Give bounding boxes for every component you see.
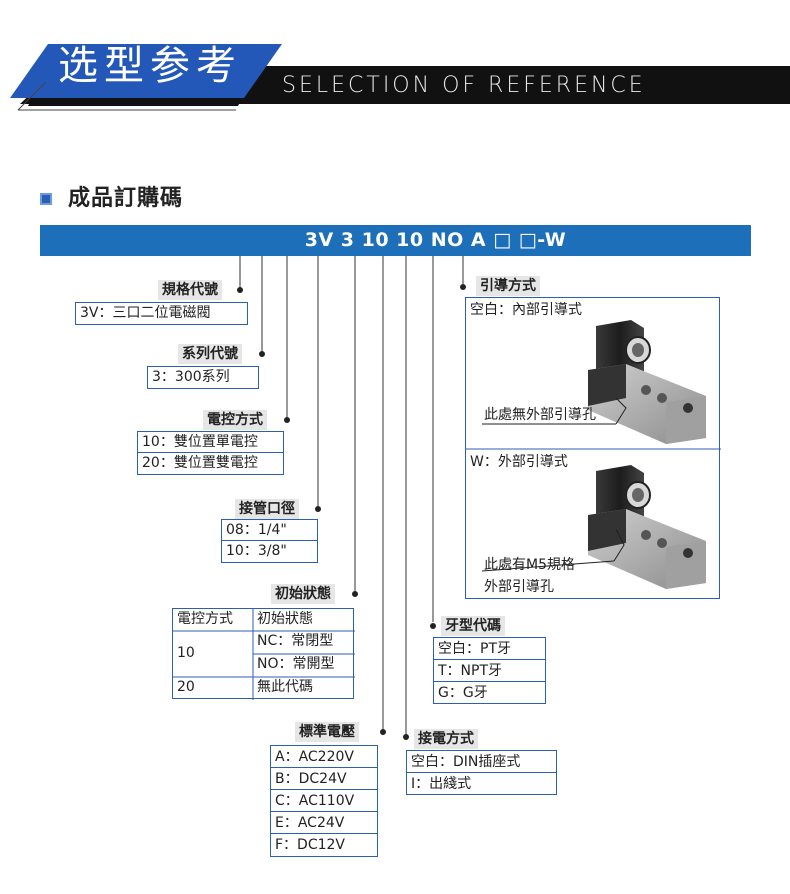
tag-control-mode: 電控方式 xyxy=(203,410,267,430)
valve-internal-illustration xyxy=(482,320,706,444)
pilot-external-title: W：外部引導式 xyxy=(470,454,568,470)
option-row: T：NPT牙 xyxy=(434,660,545,682)
option-row: 10：3/8" xyxy=(226,543,287,559)
dot-marker xyxy=(352,591,358,597)
dot-marker xyxy=(284,417,290,423)
option-row: G：G牙 xyxy=(438,685,488,701)
option-row: C：AC110V xyxy=(271,790,377,812)
table-cell-code: 20 xyxy=(177,679,195,695)
table-initial-state: 電控方式 初始狀態 10 NC：常閉型 NO：常開型 20 無此代碼 xyxy=(172,608,355,700)
options-port-size: 08：1/4" 10：3/8" xyxy=(221,519,318,563)
pilot-internal-title: 空白：內部引導式 xyxy=(470,302,582,318)
dot-marker xyxy=(460,284,466,290)
dot-marker xyxy=(380,729,386,735)
table-header-state: 初始狀態 xyxy=(257,611,313,627)
dot-marker xyxy=(403,734,409,740)
dot-marker xyxy=(315,506,321,512)
tag-voltage: 標準電壓 xyxy=(295,722,359,742)
table-cell-option: 無此代碼 xyxy=(257,679,313,695)
tag-wiring: 接電方式 xyxy=(414,729,478,749)
model-code: 3V 3 10 10 NO A □ □-W xyxy=(304,229,567,251)
tag-port-size: 接管口徑 xyxy=(235,499,299,519)
options-series-code: 3：300系列 xyxy=(147,366,259,389)
option-row: 08：1/4" xyxy=(222,520,317,541)
pilot-external-note-2: 外部引導孔 xyxy=(484,579,554,595)
option-row: E：AC24V xyxy=(271,812,377,834)
options-spec-code: 3V：三口二位電磁閥 xyxy=(75,302,248,325)
dot-marker xyxy=(237,287,243,293)
dot-marker xyxy=(259,351,265,357)
table-cell-option: NO：常開型 xyxy=(257,656,335,672)
pilot-panel-divider xyxy=(466,448,721,450)
option-row: A：AC220V xyxy=(271,746,377,768)
option-row: 空白：DIN插座式 xyxy=(407,751,556,773)
tag-spec-code: 規格代號 xyxy=(158,280,222,300)
dot-marker xyxy=(430,623,436,629)
option-row: 空白：PT牙 xyxy=(434,638,545,660)
option-row: I：出綫式 xyxy=(411,776,472,792)
tag-series-code: 系列代號 xyxy=(178,344,242,364)
header-banner xyxy=(10,44,790,111)
section-square-icon xyxy=(40,193,52,205)
section-title: 成品訂購碼 xyxy=(68,186,184,211)
option-row: 10：雙位置單電控 xyxy=(138,432,283,453)
tag-pilot: 引導方式 xyxy=(476,276,540,296)
table-grid xyxy=(173,609,355,700)
option-row: 3：300系列 xyxy=(152,369,230,385)
option-row: F：DC12V xyxy=(275,837,345,853)
table-cell-code: 10 xyxy=(177,645,195,661)
tag-thread: 牙型代碼 xyxy=(441,616,505,636)
options-wiring: 空白：DIN插座式 I：出綫式 xyxy=(406,750,557,795)
option-row: B：DC24V xyxy=(271,768,377,790)
tag-initial-state: 初始狀態 xyxy=(271,584,335,604)
table-cell-option: NC：常閉型 xyxy=(257,633,334,649)
pilot-internal-note: 此處無外部引導孔 xyxy=(484,407,596,423)
model-code-bar: 3V 3 10 10 NO A □ □-W xyxy=(40,225,751,256)
table-header-control: 電控方式 xyxy=(177,611,233,627)
header-title-cn: 选型参考 xyxy=(58,43,242,89)
options-control-mode: 10：雙位置單電控 20：雙位置雙電控 xyxy=(137,431,284,475)
pilot-external-note-1: 此處有M5規格 xyxy=(484,557,575,573)
valve-external-illustration xyxy=(481,465,706,589)
pilot-panel: 空白：內部引導式 W：外部引導式 此處無外部引導孔 xyxy=(465,297,721,599)
options-thread: 空白：PT牙 T：NPT牙 G：G牙 xyxy=(433,637,546,704)
option-row: 20：雙位置雙電控 xyxy=(142,455,258,471)
options-voltage: A：AC220V B：DC24V C：AC110V E：AC24V F：DC12… xyxy=(270,745,378,857)
header-title-en: SELECTION OF REFERENCE xyxy=(282,73,646,98)
option-row: 3V：三口二位電磁閥 xyxy=(80,305,211,321)
